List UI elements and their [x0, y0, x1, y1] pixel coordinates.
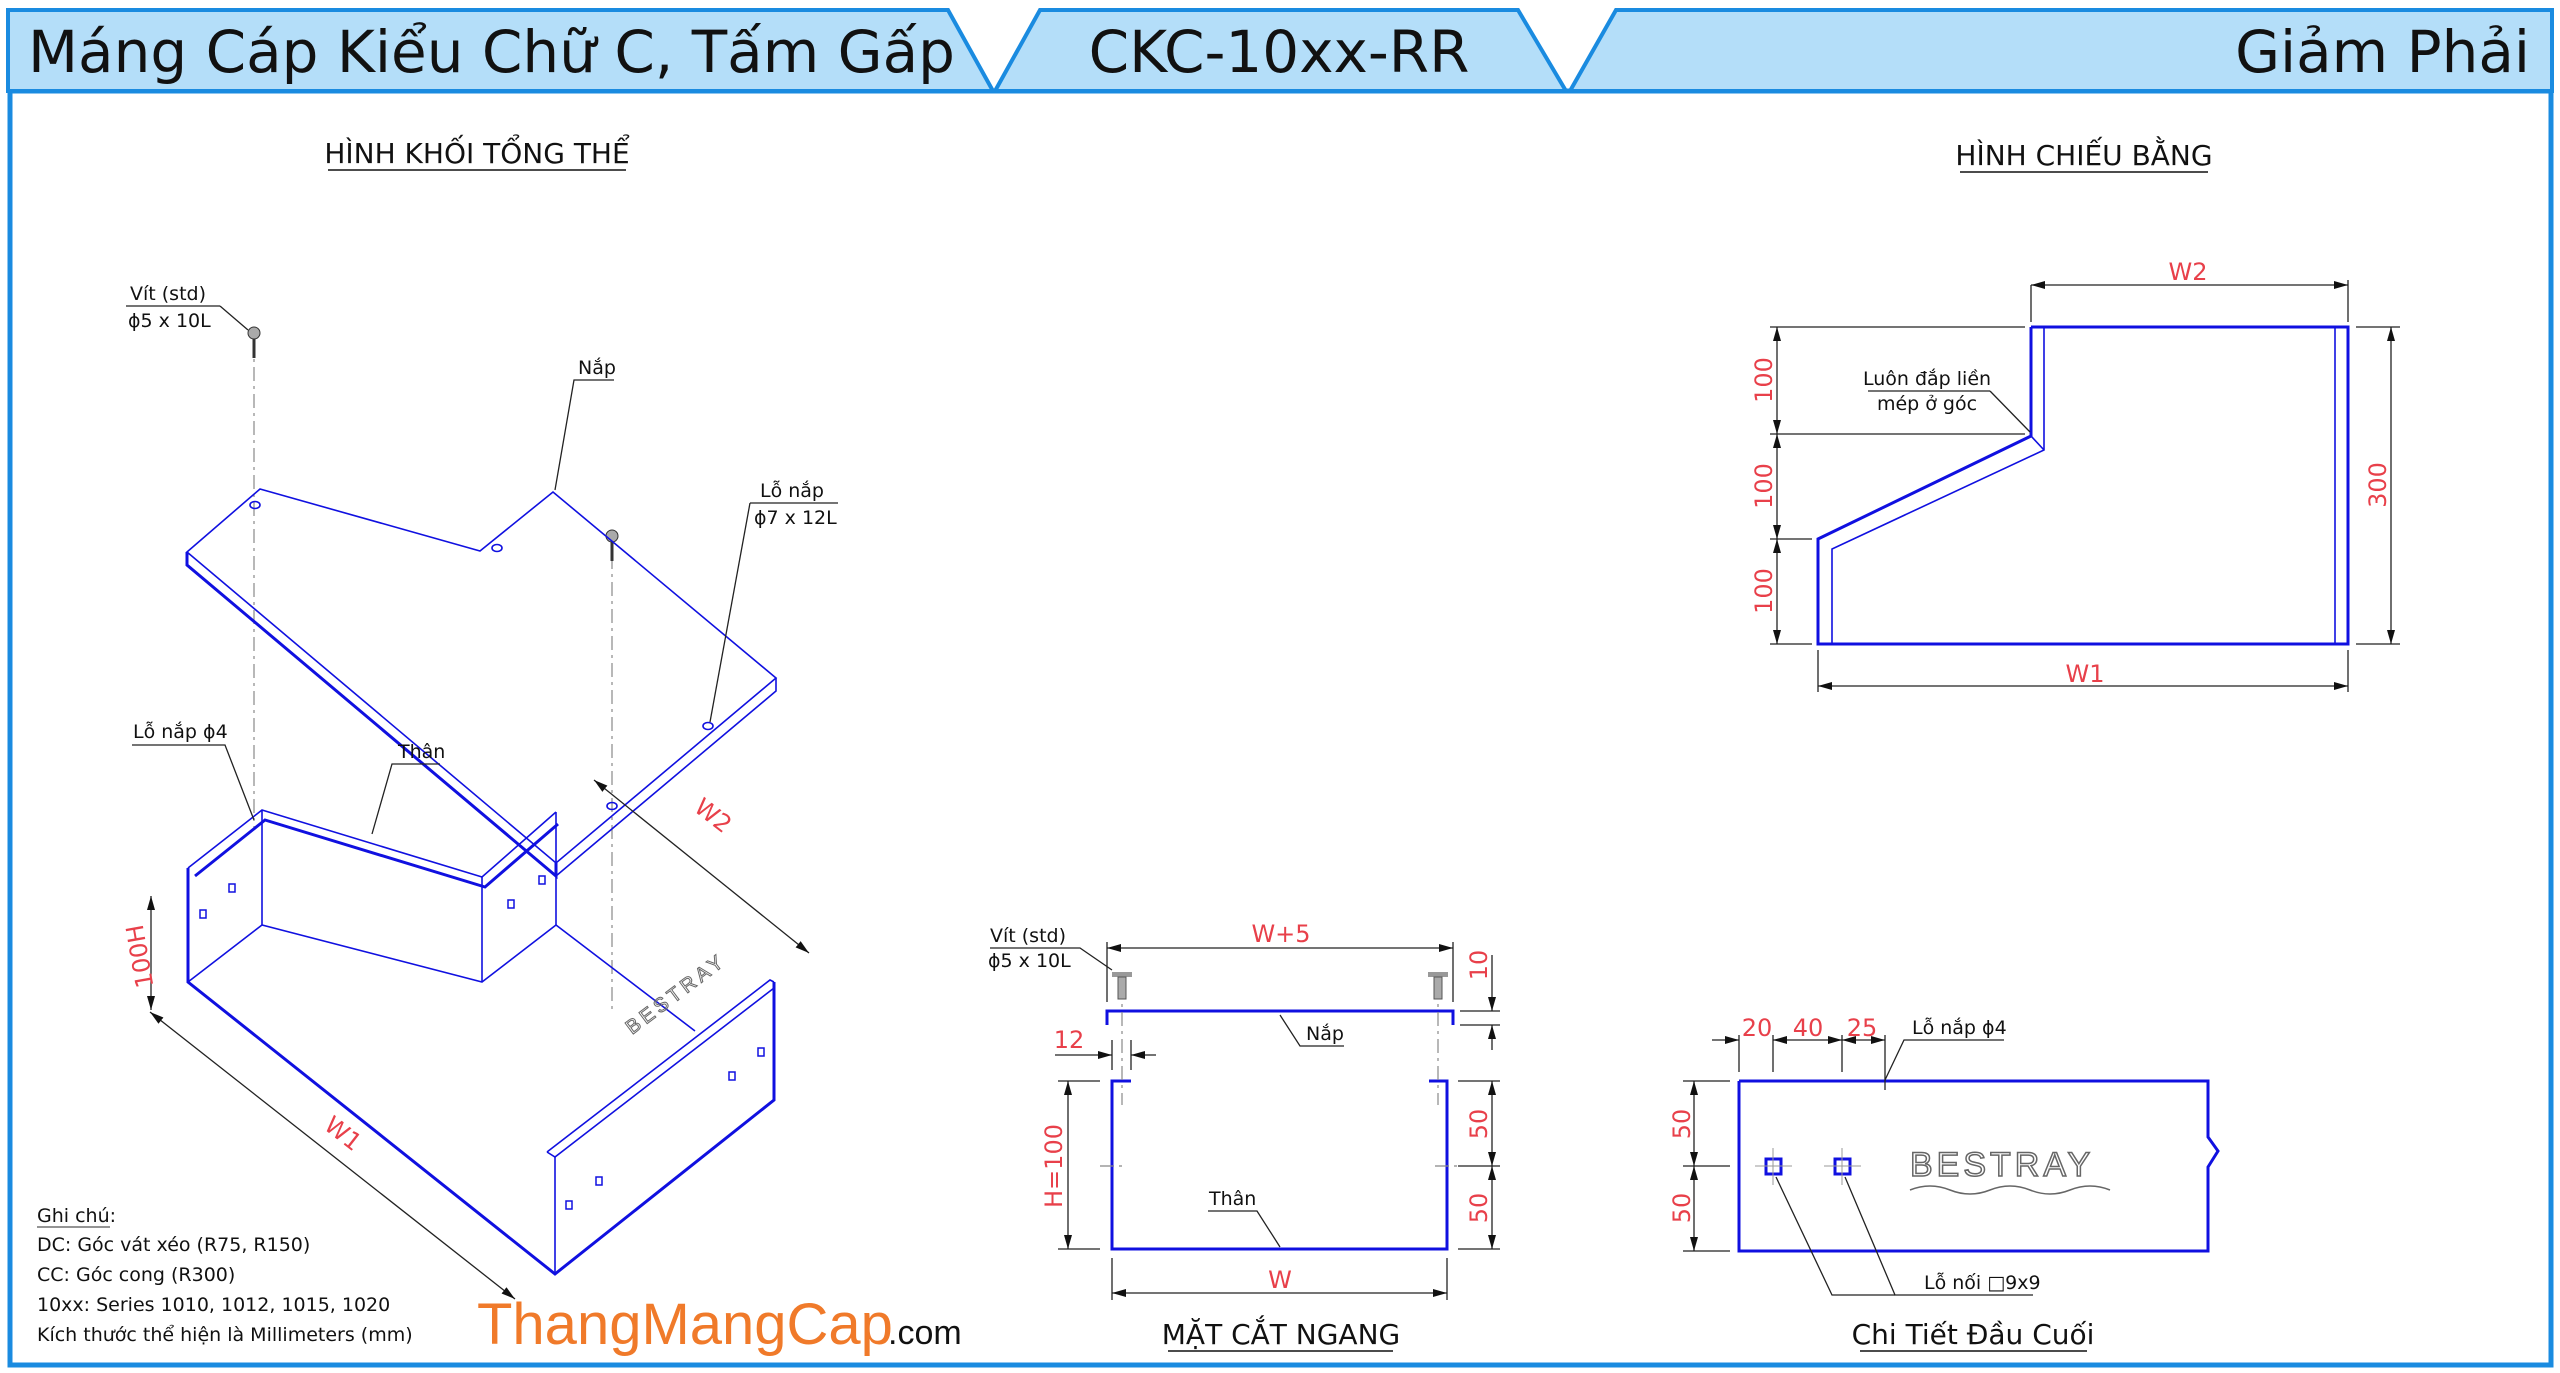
- isometric-title: HÌNH KHỐI TỔNG THỂ: [324, 133, 630, 170]
- dim-w2: W2: [689, 793, 737, 839]
- dim-300: 300: [2364, 462, 2392, 508]
- brand-logo: BESTRAY: [622, 949, 731, 1039]
- cross-section-view: W+5 10 12 H=100 50 50 W Vít (std) ϕ5 x 1…: [988, 920, 1500, 1352]
- brand-logo: BESTRAY: [1910, 1146, 2094, 1184]
- label-lid-hole: Lỗ nắp ϕ4: [1912, 1016, 2007, 1039]
- dim-w: W: [1268, 1266, 1292, 1294]
- dim-50: 50: [1465, 1109, 1493, 1140]
- label-body: Thân: [397, 741, 445, 763]
- screw-icon: [1112, 972, 1132, 1000]
- label-lid-hole-size: ϕ7 x 12L: [754, 507, 837, 529]
- note-line: 10xx: Series 1010, 1012, 1015, 1020: [37, 1294, 390, 1316]
- dim-100: 100: [1750, 463, 1778, 509]
- end-detail-view: BESTRAY 20 40 25 Lỗ nắp ϕ4 50 50 Lỗ nối …: [1668, 1014, 2220, 1352]
- dim-w2: W2: [2169, 258, 2208, 286]
- title-block: Máng Cáp Kiểu Chữ C, Tấm Gấp CKC-10xx-RR…: [6, 8, 2554, 93]
- section-title: MẶT CẮT NGANG: [1162, 1314, 1400, 1351]
- section-body: [1110, 1079, 1449, 1251]
- dim-50: 50: [1668, 1193, 1696, 1224]
- header-variant-panel: [1566, 8, 2554, 93]
- end-detail-title: Chi Tiết Đầu Cuối: [1852, 1318, 2095, 1351]
- dim-20: 20: [1742, 1014, 1773, 1042]
- dim-h-100: H=100: [1040, 1124, 1068, 1208]
- logo-suffix: .com: [888, 1314, 962, 1352]
- dim-40: 40: [1793, 1014, 1824, 1042]
- header-variant: Giảm Phải: [2235, 18, 2530, 86]
- dim-10: 10: [1465, 950, 1493, 981]
- label-screw: Vít (std): [130, 283, 206, 305]
- dim-25: 25: [1847, 1014, 1878, 1042]
- header-title: Máng Cáp Kiểu Chữ C, Tấm Gấp: [28, 18, 955, 86]
- label-body-hole: Lỗ nắp ϕ4: [133, 720, 228, 743]
- dim-w1: W1: [2066, 660, 2105, 688]
- note-line: CC: Góc cong (R300): [37, 1264, 235, 1286]
- logo-main: ThangMangCap: [477, 1292, 893, 1357]
- header-code-panel: [991, 8, 1570, 93]
- plan-note-line2: mép ở góc: [1877, 393, 1977, 415]
- label-joint-hole: Lỗ nối □9x9: [1924, 1271, 2041, 1294]
- body-isometric: BESTRAY: [186, 809, 776, 1276]
- dim-100: 100: [1750, 568, 1778, 614]
- note-line: DC: Góc vát xéo (R75, R150): [37, 1234, 310, 1256]
- isometric-view: HÌNH KHỐI TỔNG THỂ: [121, 133, 838, 1300]
- notes-heading: Ghi chú:: [37, 1205, 116, 1227]
- dim-height: 100H: [121, 923, 160, 991]
- label-lid: Nắp: [1306, 1022, 1344, 1045]
- dim-50: 50: [1668, 1109, 1696, 1140]
- notes: Ghi chú: DC: Góc vát xéo (R75, R150) CC:…: [37, 1205, 413, 1346]
- label-body: Thân: [1208, 1188, 1256, 1210]
- dim-12: 12: [1054, 1026, 1085, 1054]
- header-code: CKC-10xx-RR: [1089, 18, 1470, 86]
- label-screw: Vít (std): [990, 925, 1066, 947]
- end-outline: [1737, 1079, 2220, 1253]
- label-screw-size: ϕ5 x 10L: [128, 310, 211, 332]
- dim-w-plus-5: W+5: [1251, 920, 1310, 948]
- dim-50: 50: [1465, 1193, 1493, 1224]
- plan-title: HÌNH CHIẾU BẰNG: [1955, 135, 2212, 172]
- label-lid: Nắp: [578, 356, 616, 379]
- note-line: Kích thước thể hiện là Millimeters (mm): [37, 1324, 413, 1346]
- label-screw-size: ϕ5 x 10L: [988, 950, 1071, 972]
- dim-100: 100: [1750, 357, 1778, 403]
- section-lid: [1105, 1009, 1455, 1025]
- lid-isometric: [185, 488, 778, 880]
- screw-icon: [247, 326, 261, 358]
- site-logo[interactable]: ThangMangCap .com: [477, 1292, 962, 1357]
- plan-note-line1: Luôn đắp liền: [1863, 367, 1991, 390]
- screw-icon: [1428, 972, 1448, 1000]
- label-lid-hole: Lỗ nắp: [760, 479, 824, 502]
- plan-view: HÌNH CHIẾU BẰNG W2 W1 300 100 100 100 Lu…: [1750, 135, 2400, 692]
